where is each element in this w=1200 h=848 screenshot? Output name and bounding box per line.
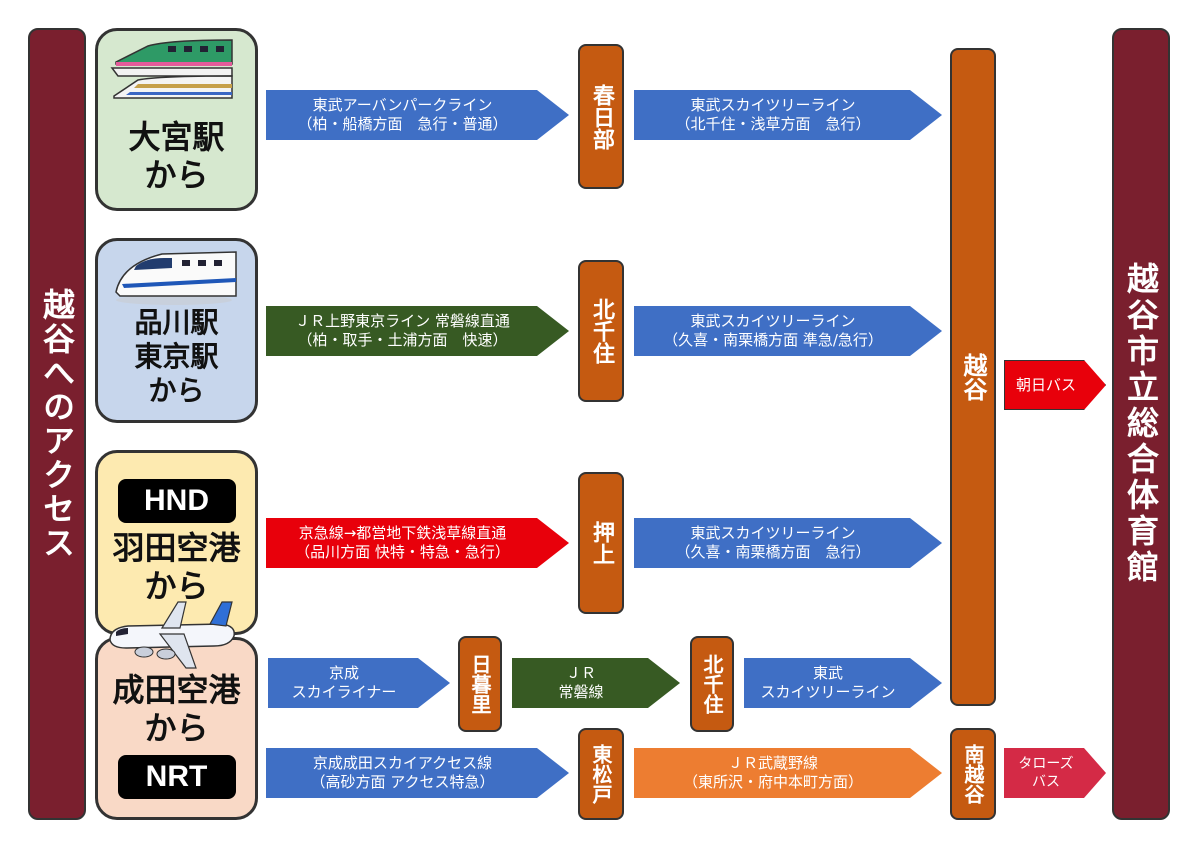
route-label: ＪＲ: [565, 664, 596, 682]
bus-label: 朝日バス: [1015, 375, 1076, 394]
route-sublabel: （柏・船橋方面 急行・普通）: [297, 115, 508, 133]
route-label: 京成成田スカイアクセス線: [312, 754, 493, 772]
route-tobu-skytree-line-kuki-1: 東武スカイツリーライン （久喜・南栗橋方面 準急/急行）: [634, 306, 942, 356]
route-keisei-narita-sky-access: 京成成田スカイアクセス線 （高砂方面 アクセス特急）: [266, 748, 569, 798]
route-label: 東武スカイツリーライン: [690, 524, 856, 542]
station-label: 北千住: [700, 654, 724, 714]
station-koshigaya: 越谷: [950, 48, 996, 706]
route-sublabel: （東所沢・府中本町方面）: [682, 773, 863, 791]
destination-title: 越谷市立総合体育館: [1122, 262, 1160, 586]
route-sublabel: （高砂方面 アクセス特急）: [310, 773, 495, 791]
route-jr-ueno-tokyo-line: ＪＲ上野東京ライン 常磐線直通 （柏・取手・土浦方面 快速）: [266, 306, 569, 356]
station-label: 越谷: [959, 353, 987, 401]
origin-omiya-name: 大宮駅: [128, 118, 225, 156]
station-oshiage: 押上: [578, 472, 624, 614]
route-sublabel: （久喜・南栗橋方面 急行）: [675, 543, 871, 561]
route-label: 東武スカイツリーライン: [690, 312, 856, 330]
route-sublabel: 常磐線: [558, 683, 604, 701]
route-label: 東武アーバンパークライン: [312, 96, 493, 114]
station-label: 春日部: [589, 83, 614, 150]
route-tarozu-bus: タローズ バス: [1004, 748, 1106, 798]
route-label: ＪＲ武蔵野線: [727, 754, 818, 772]
route-label: 京急線→都営地下鉄浅草線直通: [298, 524, 507, 542]
route-sublabel: （北千住・浅草方面 急行）: [675, 115, 871, 133]
origin-shinagawa-from: から: [148, 374, 205, 407]
route-sublabel: スカイライナー: [291, 683, 397, 701]
narita-code-badge: NRT: [117, 755, 236, 799]
route-sublabel: （柏・取手・土浦方面 快速）: [297, 331, 508, 349]
station-label: 東松戸: [589, 744, 613, 804]
station-label: 日暮里: [468, 654, 492, 714]
route-asahi-bus: 朝日バス: [1004, 360, 1106, 410]
route-sublabel: スカイツリーライン: [760, 683, 896, 701]
access-title-bar: 越谷へのアクセス: [28, 28, 86, 820]
route-sublabel: （品川方面 快特・特急・急行）: [295, 543, 510, 561]
route-label: 東武: [812, 664, 843, 682]
route-keikyu-asakusa-line: 京急線→都営地下鉄浅草線直通 （品川方面 快特・特急・急行）: [266, 518, 569, 568]
bus-label: タローズ: [1018, 756, 1074, 772]
route-tobu-skytree-line-kuki-2: 東武スカイツリーライン （久喜・南栗橋方面 急行）: [634, 518, 942, 568]
route-sublabel: （久喜・南栗橋方面 準急/急行）: [663, 331, 883, 349]
route-label: 東武スカイツリーライン: [690, 96, 856, 114]
station-higashimatsudo: 東松戸: [578, 728, 624, 820]
route-tobu-skytree-line-asakusa: 東武スカイツリーライン （北千住・浅草方面 急行）: [634, 90, 942, 140]
bus-sublabel: バス: [1032, 774, 1060, 790]
route-keisei-skyliner: 京成 スカイライナー: [268, 658, 450, 708]
origin-tokyo-name: 東京駅: [134, 340, 219, 373]
route-label: 京成: [328, 664, 359, 682]
station-kasukabe: 春日部: [578, 44, 624, 189]
station-kitasenju: 北千住: [578, 260, 624, 402]
origin-haneda-from: から: [144, 567, 209, 605]
origin-shinagawa-name: 品川駅: [134, 306, 219, 339]
route-tobu-urban-park-line: 東武アーバンパークライン （柏・船橋方面 急行・普通）: [266, 90, 569, 140]
destination-bar: 越谷市立総合体育館: [1112, 28, 1170, 820]
shinkansen-e5-e7-icon: [110, 39, 233, 99]
origin-narita-name: 成田空港: [112, 671, 241, 709]
route-label: ＪＲ上野東京ライン 常磐線直通: [295, 312, 510, 330]
origin-omiya-from: から: [144, 156, 209, 194]
access-title: 越谷へのアクセス: [38, 288, 76, 560]
route-jr-musashino-line: ＪＲ武蔵野線 （東所沢・府中本町方面）: [634, 748, 942, 798]
station-nippori: 日暮里: [458, 636, 502, 732]
station-minamikoshigaya: 南越谷: [950, 728, 996, 820]
origin-narita-from: から: [144, 709, 209, 747]
haneda-code-badge: HND: [117, 479, 236, 523]
station-label: 南越谷: [961, 744, 985, 804]
station-kitasenju-narita: 北千住: [690, 636, 734, 732]
route-jr-joban-line: ＪＲ 常磐線: [512, 658, 680, 708]
route-tobu-skytree-line-narita: 東武 スカイツリーライン: [744, 658, 942, 708]
shinkansen-n700-icon: [115, 251, 237, 305]
airplane-icon: [109, 601, 235, 669]
station-label: 押上: [589, 521, 614, 565]
station-label: 北千住: [589, 298, 614, 364]
origin-haneda-name: 羽田空港: [112, 529, 241, 567]
